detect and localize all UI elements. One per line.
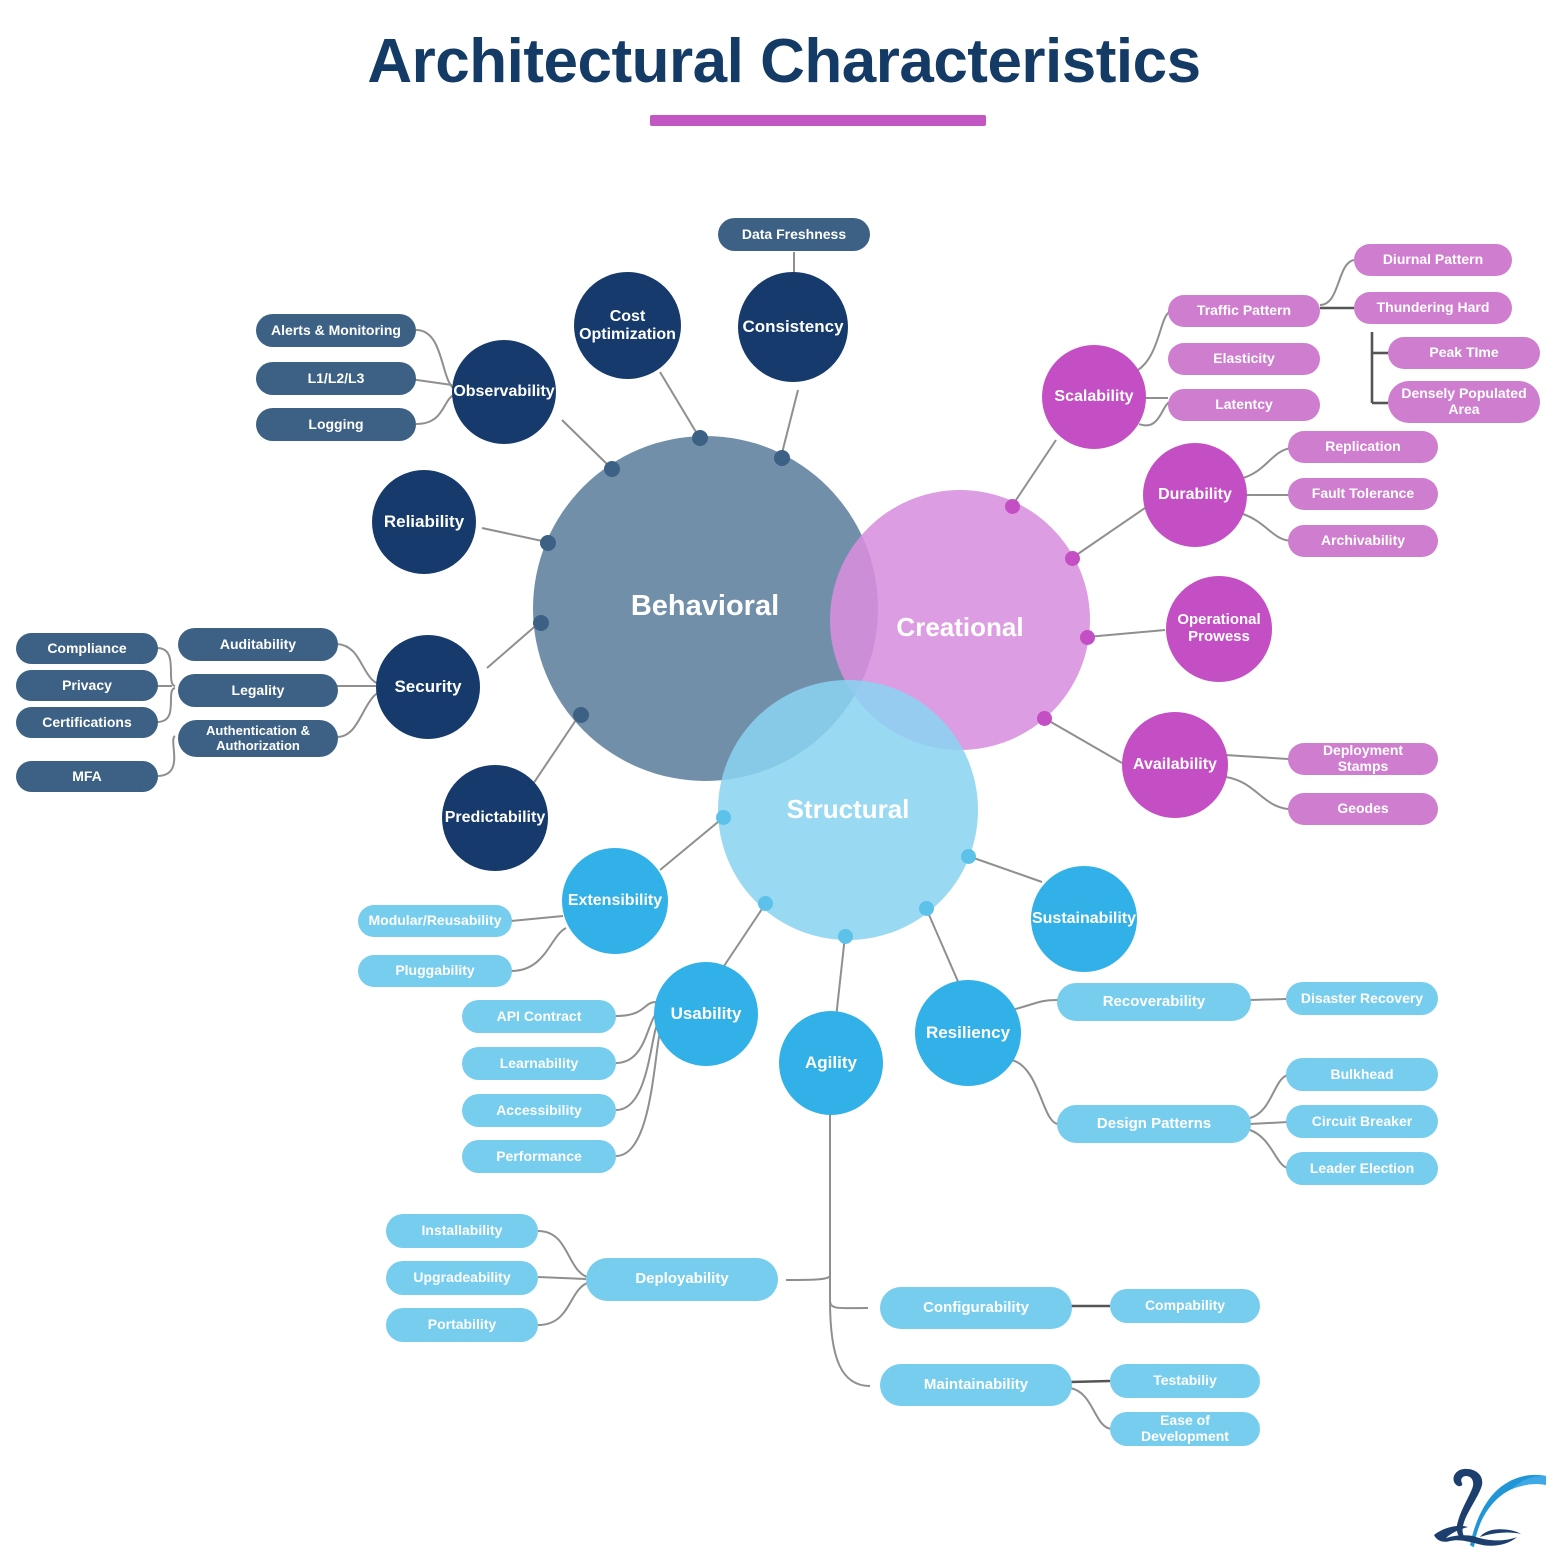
leaf-diurnal-pattern[interactable]: Diurnal Pattern	[1354, 244, 1512, 276]
rim-dot-behavioral-5	[533, 615, 549, 631]
node-security[interactable]: Security	[376, 635, 480, 739]
leaf-legality[interactable]: Legality	[178, 674, 338, 707]
node-extensibility[interactable]: Extensibility	[562, 848, 668, 954]
leaf-mfa[interactable]: MFA	[16, 761, 158, 792]
node-predictability[interactable]: Predictability	[442, 765, 548, 871]
node-resiliency[interactable]: Resiliency	[915, 980, 1021, 1086]
page-title: Architectural Characteristics	[367, 27, 1201, 96]
leaf-upgradeability[interactable]: Upgradeability	[386, 1261, 538, 1295]
title-underline-rule	[650, 115, 986, 126]
leaf-densely-populated-area[interactable]: Densely Populated Area	[1388, 381, 1540, 423]
leaf-leader-election[interactable]: Leader Election	[1286, 1152, 1438, 1185]
leaf-thundering-hard[interactable]: Thundering Hard	[1354, 292, 1512, 324]
node-observability[interactable]: Observability	[452, 340, 556, 444]
leaf-fault-tolerance[interactable]: Fault Tolerance	[1288, 478, 1438, 510]
leaf-circuit-breaker[interactable]: Circuit Breaker	[1286, 1105, 1438, 1138]
leaf-latency[interactable]: Latentcy	[1168, 389, 1320, 421]
leaf-learnability[interactable]: Learnability	[462, 1047, 616, 1080]
rim-dot-behavioral-6	[573, 707, 589, 723]
node-sustainability[interactable]: Sustainability	[1031, 866, 1137, 972]
leaf-bulkhead[interactable]: Bulkhead	[1286, 1058, 1438, 1091]
leaf-accessibility[interactable]: Accessibility	[462, 1094, 616, 1127]
leaf-logging[interactable]: Logging	[256, 408, 416, 441]
node-durability[interactable]: Durability	[1143, 443, 1247, 547]
venn-structural[interactable]	[718, 680, 978, 940]
node-operational-prowess[interactable]: Operational Prowess	[1166, 576, 1272, 682]
leaf-data-freshness[interactable]: Data Freshness	[718, 218, 870, 251]
leaf-modular-reusability[interactable]: Modular/Reusability	[358, 905, 512, 937]
leaf-design-patterns[interactable]: Design Patterns	[1057, 1105, 1251, 1143]
rim-dot-creational-3	[1080, 630, 1095, 645]
rim-dot-behavioral-4	[540, 535, 556, 551]
node-scalability[interactable]: Scalability	[1042, 345, 1146, 449]
node-agility[interactable]: Agility	[779, 1011, 883, 1115]
rim-dot-behavioral-3	[774, 450, 790, 466]
leaf-auditability[interactable]: Auditability	[178, 628, 338, 661]
rim-dot-creational-1	[1005, 499, 1020, 514]
leaf-configurability[interactable]: Configurability	[880, 1287, 1072, 1329]
leaf-api-contract[interactable]: API Contract	[462, 1000, 616, 1033]
leaf-replication[interactable]: Replication	[1288, 431, 1438, 463]
leaf-authentication-and-authorization[interactable]: Authentication & Authorization	[178, 720, 338, 757]
rim-dot-creational-2	[1065, 551, 1080, 566]
leaf-geodes[interactable]: Geodes	[1288, 793, 1438, 825]
node-reliability[interactable]: Reliability	[372, 470, 476, 574]
node-consistency[interactable]: Consistency	[738, 272, 848, 382]
leaf-maintainability[interactable]: Maintainability	[880, 1364, 1072, 1406]
leaf-testability[interactable]: Testabiliy	[1110, 1364, 1260, 1398]
node-usability[interactable]: Usability	[654, 962, 758, 1066]
leaf-alerts-and-monitoring[interactable]: Alerts & Monitoring	[256, 314, 416, 347]
leaf-compliance[interactable]: Compliance	[16, 633, 158, 664]
leaf-disaster-recovery[interactable]: Disaster Recovery	[1286, 982, 1438, 1015]
rim-dot-creational-4	[1037, 711, 1052, 726]
leaf-l1-l2-l3[interactable]: L1/L2/L3	[256, 362, 416, 395]
leaf-certifications[interactable]: Certifications	[16, 707, 158, 738]
leaf-ease-of-development[interactable]: Ease of Development	[1110, 1412, 1260, 1446]
rim-dot-behavioral-2	[692, 430, 708, 446]
rim-dot-behavioral-1	[604, 461, 620, 477]
leaf-peak-time[interactable]: Peak TIme	[1388, 337, 1540, 369]
rim-dot-structural-1	[716, 810, 731, 825]
leaf-deployment-stamps[interactable]: Deployment Stamps	[1288, 742, 1438, 775]
node-availability[interactable]: Availability	[1122, 712, 1228, 818]
leaf-archivability[interactable]: Archivability	[1288, 525, 1438, 557]
node-cost-optimization[interactable]: Cost Optimization	[574, 272, 681, 379]
rim-dot-structural-5	[961, 849, 976, 864]
leaf-privacy[interactable]: Privacy	[16, 670, 158, 701]
leaf-traffic-pattern[interactable]: Traffic Pattern	[1168, 295, 1320, 327]
leaf-deployability[interactable]: Deployability	[586, 1258, 778, 1301]
leaf-installability[interactable]: Installability	[386, 1214, 538, 1248]
leaf-compability[interactable]: Compability	[1110, 1289, 1260, 1323]
leaf-elasticity[interactable]: Elasticity	[1168, 343, 1320, 375]
rim-dot-structural-2	[758, 896, 773, 911]
leaf-portability[interactable]: Portability	[386, 1308, 538, 1342]
leaf-recoverability[interactable]: Recoverability	[1057, 983, 1251, 1021]
rim-dot-structural-4	[919, 901, 934, 916]
swan-logo	[1434, 1468, 1546, 1547]
rim-dot-structural-3	[838, 929, 853, 944]
leaf-performance[interactable]: Performance	[462, 1140, 616, 1173]
leaf-pluggability[interactable]: Pluggability	[358, 955, 512, 987]
